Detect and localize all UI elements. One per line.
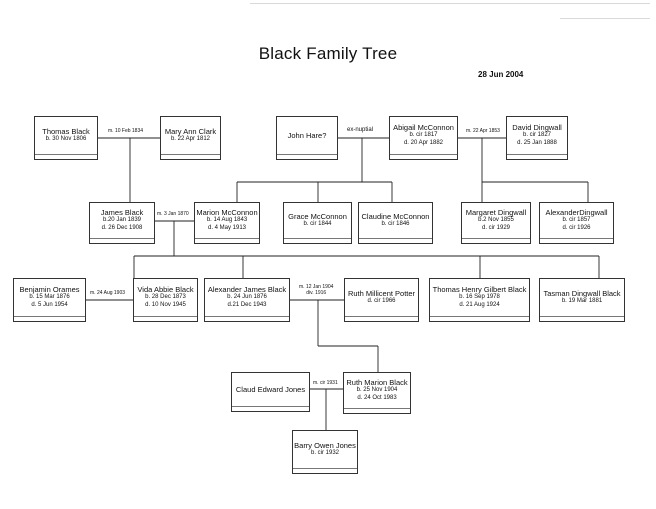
report-date: 28 Jun 2004 bbox=[478, 70, 524, 79]
person-name: Tasman Dingwall Black bbox=[543, 288, 621, 298]
person-birth: b. 28 Dec 1873 bbox=[145, 294, 186, 300]
person-name: Benjamin Orames bbox=[19, 285, 80, 294]
person-name: Vida Abbie Black bbox=[137, 285, 194, 294]
marriage-label-james-marion: m. 3 Jan 1870 bbox=[156, 211, 190, 218]
person-name: Margaret Dingwall bbox=[465, 208, 527, 217]
person-card-mary-ann-clark: Mary Ann Clark b. 22 Apr 1812 bbox=[160, 116, 221, 160]
person-card-james-black: James Black b.20 Jan 1839 d. 26 Dec 1908 bbox=[89, 202, 155, 244]
person-card-abigail-mcconnon: Abigail McConnon b. cir 1817 d. 20 Apr 1… bbox=[389, 116, 458, 160]
marriage-label-abigail-david: m. 22 Apr 1853 bbox=[465, 128, 501, 135]
person-death: d. 26 Dec 1908 bbox=[101, 224, 143, 231]
person-birth: b. cir 1846 bbox=[381, 220, 410, 227]
marriage-label-thomas-mary: m. 10 Feb 1834 bbox=[107, 128, 145, 135]
person-death: d. cir 1966 bbox=[367, 297, 396, 304]
person-name: Grace McConnon bbox=[288, 211, 347, 221]
person-card-tasman-dingwall-black: Tasman Dingwall Black b. 19 Mar 1881 bbox=[539, 278, 625, 322]
marriage-label-claud-ruth: m. cir 1931 bbox=[312, 380, 339, 387]
person-card-marion-mcconnon: Marion McConnon b. 14 Aug 1843 d. 4 May … bbox=[194, 202, 260, 244]
person-name: Marion McConnon bbox=[196, 208, 258, 217]
person-birth: b. 19 Mar 1881 bbox=[561, 297, 603, 304]
person-birth: b. 25 Nov 1904 bbox=[356, 387, 398, 393]
person-death: d. 24 Oct 1983 bbox=[357, 394, 397, 401]
person-name: Ruth Millicent Potter bbox=[347, 288, 416, 298]
person-death: d.21 Dec 1943 bbox=[227, 301, 267, 308]
person-card-claud-edward-jones: Claud Edward Jones bbox=[231, 372, 310, 412]
person-name: AlexanderDingwall bbox=[545, 208, 608, 217]
marriage-label-benjamin-vida: m. 24 Aug 1903 bbox=[89, 290, 127, 297]
person-card-thomas-black: Thomas Black b. 30 Nov 1806 bbox=[34, 116, 98, 160]
person-name: Barry Owen Jones bbox=[294, 440, 356, 450]
person-card-vida-abbie-black: Vida Abbie Black b. 28 Dec 1873 d. 10 No… bbox=[133, 278, 198, 322]
person-birth: b. 22 Apr 1812 bbox=[170, 135, 211, 142]
person-name: Thomas Henry Gilbert Black bbox=[432, 285, 527, 294]
person-death: d. 4 May 1913 bbox=[207, 224, 247, 231]
person-death: d. cir 1926 bbox=[562, 224, 591, 231]
person-death: d. 25 Jan 1888 bbox=[517, 139, 557, 146]
page-title: Black Family Tree bbox=[258, 44, 398, 63]
person-birth: b. cir 1844 bbox=[303, 220, 332, 227]
person-name: Thomas Black bbox=[42, 126, 90, 136]
person-card-ruth-millicent-potter: Ruth Millicent Potter d. cir 1966 bbox=[344, 278, 419, 322]
person-birth: b. cir 1932 bbox=[310, 449, 340, 456]
person-birth: b. 15 Mar 1876 bbox=[29, 294, 70, 300]
union-label-john-abigail: ex-nuptial bbox=[346, 127, 375, 134]
marriage-date: m. 12 Jan 1904 bbox=[299, 284, 334, 290]
person-card-barry-owen-jones: Barry Owen Jones b. cir 1932 bbox=[292, 430, 358, 474]
person-birth: b. cir 1827 bbox=[522, 132, 552, 138]
person-name: Alexander James Black bbox=[207, 285, 287, 294]
person-name: John Hare? bbox=[287, 130, 327, 140]
person-card-benjamin-orames: Benjamin Orames b. 15 Mar 1876 d. 5 Jun … bbox=[13, 278, 86, 322]
person-birth: b.2 Nov 1855 bbox=[478, 217, 514, 223]
person-name: Mary Ann Clark bbox=[164, 126, 217, 136]
divorce-date: div. 1916 bbox=[306, 289, 327, 296]
person-birth: b. cir 1857 bbox=[562, 217, 591, 223]
person-card-thomas-henry-gilbert-black: Thomas Henry Gilbert Black b. 16 Sep 197… bbox=[429, 278, 530, 322]
person-card-alexander-james-black: Alexander James Black b. 24 Jun 1876 d.2… bbox=[204, 278, 290, 322]
person-name: Ruth Marion Black bbox=[346, 378, 408, 387]
person-death: d. 10 Nov 1945 bbox=[145, 301, 186, 308]
person-death: d. cir 1929 bbox=[481, 224, 511, 231]
person-name: Claudine McConnon bbox=[361, 211, 430, 221]
person-death: d. 20 Apr 1882 bbox=[403, 139, 444, 146]
scan-edge-top-2 bbox=[560, 18, 650, 19]
person-card-alexander-dingwall: AlexanderDingwall b. cir 1857 d. cir 192… bbox=[539, 202, 614, 244]
person-name: James Black bbox=[100, 208, 144, 217]
person-death: d. 21 Aug 1924 bbox=[459, 301, 500, 308]
person-birth: b. 14 Aug 1843 bbox=[206, 217, 248, 223]
person-card-john-hare: John Hare? bbox=[276, 116, 338, 160]
marriage-label-alexander-ruth: m. 12 Jan 1904 div. 1916 bbox=[298, 284, 335, 296]
person-birth: b. cir 1817 bbox=[409, 132, 438, 138]
person-name: David Dingwall bbox=[512, 123, 562, 132]
person-card-david-dingwall: David Dingwall b. cir 1827 d. 25 Jan 188… bbox=[506, 116, 568, 160]
person-card-ruth-marion-black: Ruth Marion Black b. 25 Nov 1904 d. 24 O… bbox=[343, 372, 411, 414]
person-birth: b. 24 Jun 1876 bbox=[227, 294, 267, 300]
scan-edge-top bbox=[250, 3, 650, 4]
person-card-margaret-dingwall: Margaret Dingwall b.2 Nov 1855 d. cir 19… bbox=[461, 202, 531, 244]
person-card-claudine-mcconnon: Claudine McConnon b. cir 1846 bbox=[358, 202, 433, 244]
person-name: Claud Edward Jones bbox=[235, 384, 306, 394]
person-name: Abigail McConnon bbox=[393, 123, 454, 132]
person-birth: b. 30 Nov 1806 bbox=[45, 135, 87, 142]
person-card-grace-mcconnon: Grace McConnon b. cir 1844 bbox=[283, 202, 352, 244]
person-birth: b.20 Jan 1839 bbox=[102, 217, 142, 223]
person-birth: b. 16 Sep 1978 bbox=[459, 294, 500, 300]
person-death: d. 5 Jun 1954 bbox=[31, 301, 68, 308]
